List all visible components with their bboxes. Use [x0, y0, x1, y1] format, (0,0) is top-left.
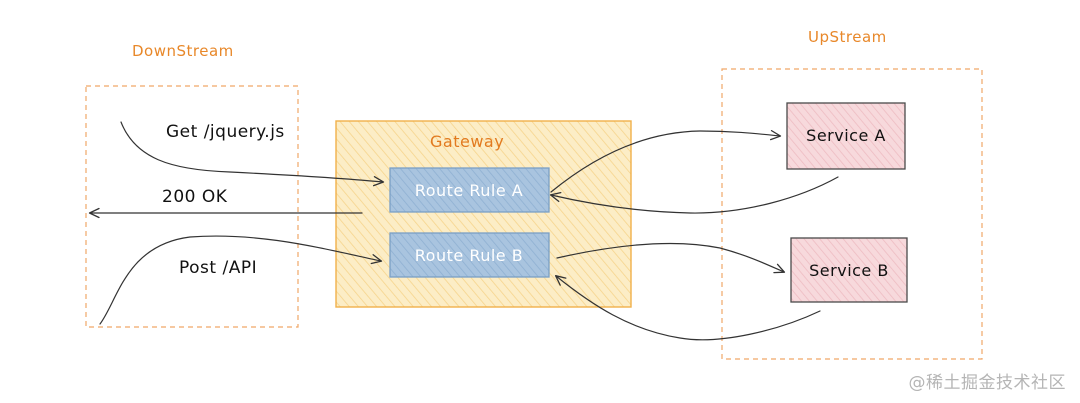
route-rule-a-label: Route Rule A: [415, 181, 523, 200]
route-rule-a: Route Rule A: [389, 167, 550, 213]
service-b-box: [790, 237, 908, 303]
arrow-rule-b-to-service-b: [556, 242, 786, 274]
route-rule-b-label: Route Rule B: [415, 246, 523, 265]
arrow-service-a-to-rule-a: [549, 176, 839, 214]
upstream-zone: UpStream: [721, 28, 983, 360]
post-request-label: Post /API: [179, 258, 257, 278]
arrow-post-to-rule-b: [99, 235, 383, 325]
get-request-label: Get /jquery.js: [166, 122, 285, 142]
downstream-zone: DownStream: [85, 42, 299, 328]
service-a: Service A: [786, 102, 906, 170]
ok-response-label: 200 OK: [162, 187, 228, 207]
route-rule-b: Route Rule B: [389, 232, 550, 278]
watermark-text: @稀土掘金技术社区: [908, 373, 1066, 393]
upstream-zone-border: [721, 68, 983, 360]
service-a-box: [786, 102, 906, 170]
arrow-service-b-to-rule-b: [554, 275, 821, 341]
service-a-label: Service A: [806, 126, 886, 145]
service-b: Service B: [790, 237, 908, 303]
downstream-label: DownStream: [132, 42, 234, 60]
arrows: [88, 121, 839, 341]
route-rule-a-box: [389, 167, 550, 213]
arrow-get-to-rule-a: [120, 121, 385, 187]
upstream-label: UpStream: [808, 28, 887, 46]
arrow-rule-a-to-service-a: [550, 129, 782, 193]
route-rule-b-box: [389, 232, 550, 278]
downstream-zone-border: [85, 85, 299, 328]
gateway-box: Gateway: [335, 120, 632, 308]
gateway-label: Gateway: [430, 132, 504, 151]
service-b-label: Service B: [809, 261, 889, 280]
